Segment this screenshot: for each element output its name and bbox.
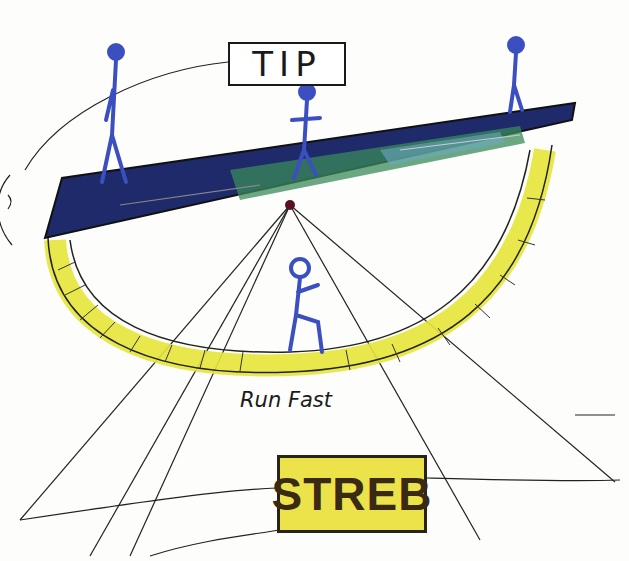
name-box: STREB: [277, 455, 427, 533]
box-text: TIP: [252, 44, 321, 84]
rocker-hatching: [58, 198, 545, 371]
figure-head: [291, 259, 309, 277]
figure-head: [109, 45, 123, 59]
support-line: [20, 488, 277, 520]
handwritten-label: Run Fast: [240, 388, 332, 412]
partial-circle: [0, 175, 12, 245]
box-text: STREB: [272, 467, 433, 521]
platform-blue: [380, 132, 505, 165]
sitting-figure: [290, 278, 322, 352]
support-line: [90, 205, 290, 556]
support-line: [130, 205, 290, 556]
figure-head: [509, 38, 523, 52]
sketch-lines: [0, 62, 620, 556]
platform-green: [230, 126, 525, 200]
platform-arrow: [120, 185, 260, 205]
platform-arrow: [400, 135, 520, 150]
stick-figure: [510, 53, 522, 112]
figure-head: [300, 85, 314, 99]
pivot-dot: [285, 200, 295, 210]
stick-figure: [292, 100, 320, 178]
support-line: [427, 478, 620, 481]
support-line: [575, 414, 615, 415]
title-box: TIP: [228, 42, 346, 86]
support-line: [150, 530, 280, 556]
stick-figure: [102, 60, 126, 182]
leader-line: [25, 62, 228, 170]
partial-circle: [8, 195, 11, 209]
support-line: [290, 205, 615, 482]
stick-figures: [102, 38, 523, 352]
